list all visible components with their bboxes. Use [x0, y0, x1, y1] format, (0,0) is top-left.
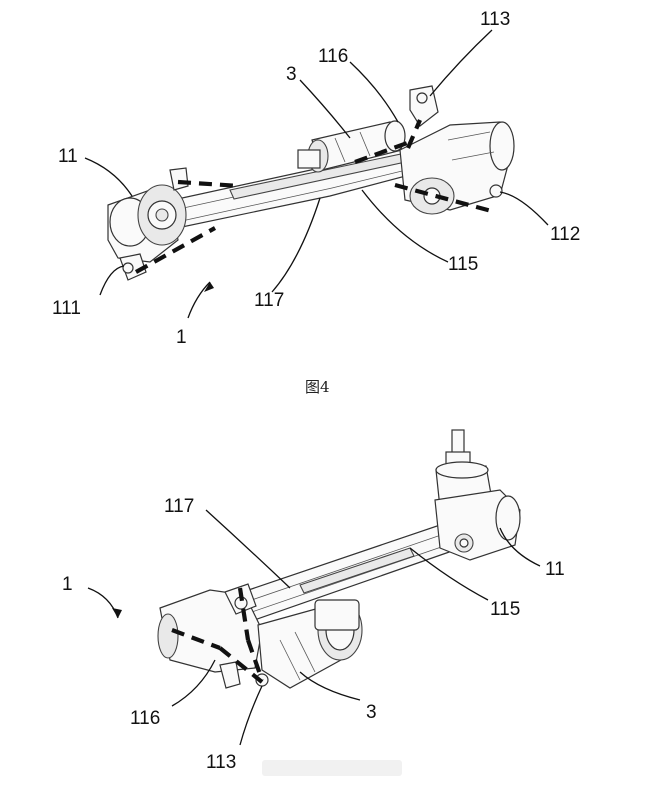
top-label-117: 117: [254, 290, 284, 311]
top-dashed-lines: [134, 119, 496, 274]
top-left-end: [107, 167, 189, 281]
top-label-115: 115: [448, 254, 478, 275]
bottom-labels: 117 1 11 115 116 3 113: [62, 496, 565, 773]
bottom-motor: [257, 599, 363, 689]
bottom-label-115: 115: [490, 599, 520, 620]
top-label-11: 11: [58, 146, 78, 167]
bottom-leaders: [87, 509, 541, 746]
top-label-113: 113: [480, 9, 510, 30]
top-label-116: 116: [318, 46, 348, 67]
top-right-end: [399, 85, 515, 215]
bottom-right-end: [434, 489, 521, 561]
bottom-left-end: [157, 583, 269, 689]
bottom-label-3: 3: [366, 702, 377, 723]
bottom-label-11: 11: [545, 559, 565, 580]
bottom-label-117: 117: [164, 496, 194, 517]
bottom-label-116: 116: [130, 708, 160, 729]
bottom-input-shaft: [435, 429, 493, 509]
bottom-figure: 117 1 11 115 116 3 113: [62, 429, 565, 773]
bottom-dashed-lines: [171, 587, 264, 684]
top-label-112: 112: [550, 224, 580, 245]
top-figure: 113 116 3 11 112 115 111 117 1: [52, 9, 580, 348]
figure-caption: 图4: [305, 378, 330, 396]
top-leaders: [84, 29, 549, 319]
top-label-111: 111: [52, 298, 81, 319]
top-label-1: 1: [176, 327, 187, 348]
bottom-label-113: 113: [206, 752, 236, 773]
watermark-band: [262, 760, 402, 776]
top-label-3: 3: [286, 64, 297, 85]
top-labels: 113 116 3 11 112 115 111 117 1: [52, 9, 580, 348]
bottom-label-1: 1: [62, 574, 73, 595]
